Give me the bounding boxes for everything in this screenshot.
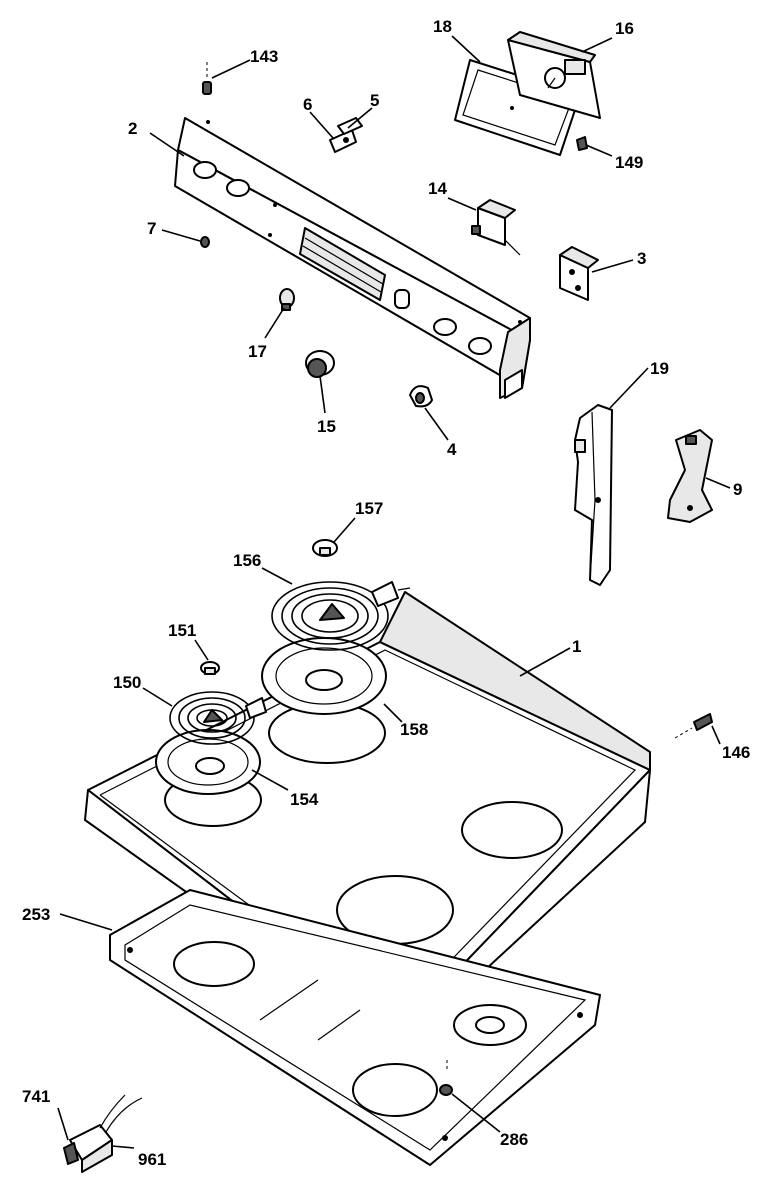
part-4-knob bbox=[409, 385, 433, 408]
label-961: 961 bbox=[138, 1150, 166, 1169]
label-19: 19 bbox=[650, 359, 669, 378]
label-18: 18 bbox=[433, 17, 452, 36]
label-741: 741 bbox=[22, 1087, 50, 1106]
part-154-drip-pan bbox=[155, 729, 261, 795]
part-9-bracket bbox=[667, 429, 713, 523]
label-3: 3 bbox=[637, 249, 646, 268]
part-286-clip bbox=[439, 1060, 453, 1096]
part-14-switch bbox=[471, 199, 521, 256]
part-143-screw bbox=[202, 62, 212, 95]
part-146-screw bbox=[674, 713, 713, 739]
part-2-control-panel bbox=[174, 117, 531, 399]
part-19-bracket bbox=[574, 404, 613, 586]
part-151-cap bbox=[200, 661, 220, 675]
part-7-pin bbox=[200, 236, 210, 248]
label-156: 156 bbox=[233, 551, 261, 570]
label-253: 253 bbox=[22, 905, 50, 924]
label-146: 146 bbox=[722, 743, 750, 762]
label-15: 15 bbox=[317, 417, 336, 436]
label-286: 286 bbox=[500, 1130, 528, 1149]
part-253-burner-box bbox=[109, 889, 601, 1166]
label-5: 5 bbox=[370, 91, 379, 110]
label-157: 157 bbox=[355, 499, 383, 518]
label-14: 14 bbox=[428, 179, 447, 198]
part-16-clock bbox=[507, 31, 601, 119]
leader-lines bbox=[57, 35, 731, 1149]
part-156-burner-coil bbox=[271, 581, 411, 651]
label-158: 158 bbox=[400, 720, 428, 739]
label-1: 1 bbox=[572, 637, 581, 656]
label-6: 6 bbox=[303, 95, 312, 114]
label-4: 4 bbox=[447, 440, 457, 459]
part-741-961-terminal-block bbox=[63, 1094, 143, 1173]
part-158-drip-pan bbox=[261, 637, 387, 715]
part-17-lamp bbox=[279, 288, 295, 311]
label-149: 149 bbox=[615, 153, 643, 172]
label-150: 150 bbox=[113, 673, 141, 692]
label-16: 16 bbox=[615, 19, 634, 38]
part-3-switch bbox=[559, 246, 599, 301]
label-17: 17 bbox=[248, 342, 267, 361]
label-143: 143 bbox=[250, 47, 278, 66]
part-149-clip bbox=[576, 136, 588, 151]
label-7: 7 bbox=[147, 219, 156, 238]
label-2: 2 bbox=[128, 119, 137, 138]
label-154: 154 bbox=[290, 790, 319, 809]
part-15-knob bbox=[305, 350, 335, 378]
part-150-burner-coil bbox=[169, 691, 267, 745]
part-labels: 143 2 6 5 7 17 15 4 14 3 18 16 149 19 9 … bbox=[22, 17, 750, 1169]
label-9: 9 bbox=[733, 480, 742, 499]
part-5-6-bracket bbox=[329, 117, 363, 153]
label-151: 151 bbox=[168, 621, 196, 640]
part-157-cap bbox=[312, 539, 338, 557]
